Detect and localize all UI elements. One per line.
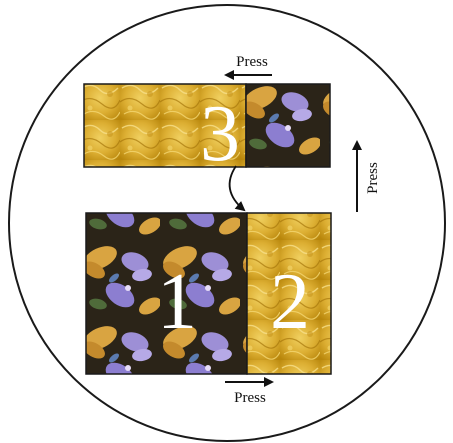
patch-number-3: 3	[200, 90, 240, 178]
press-label-top: Press	[236, 54, 268, 70]
top-unit: 3	[84, 84, 330, 178]
press-label-bottom: Press	[234, 390, 266, 406]
floral-strip-top	[246, 84, 330, 167]
patch-number-2: 2	[270, 258, 310, 346]
press-label-right: Press	[365, 162, 381, 194]
patch-number-1: 1	[157, 258, 197, 346]
bottom-unit: 1 2	[86, 213, 331, 374]
